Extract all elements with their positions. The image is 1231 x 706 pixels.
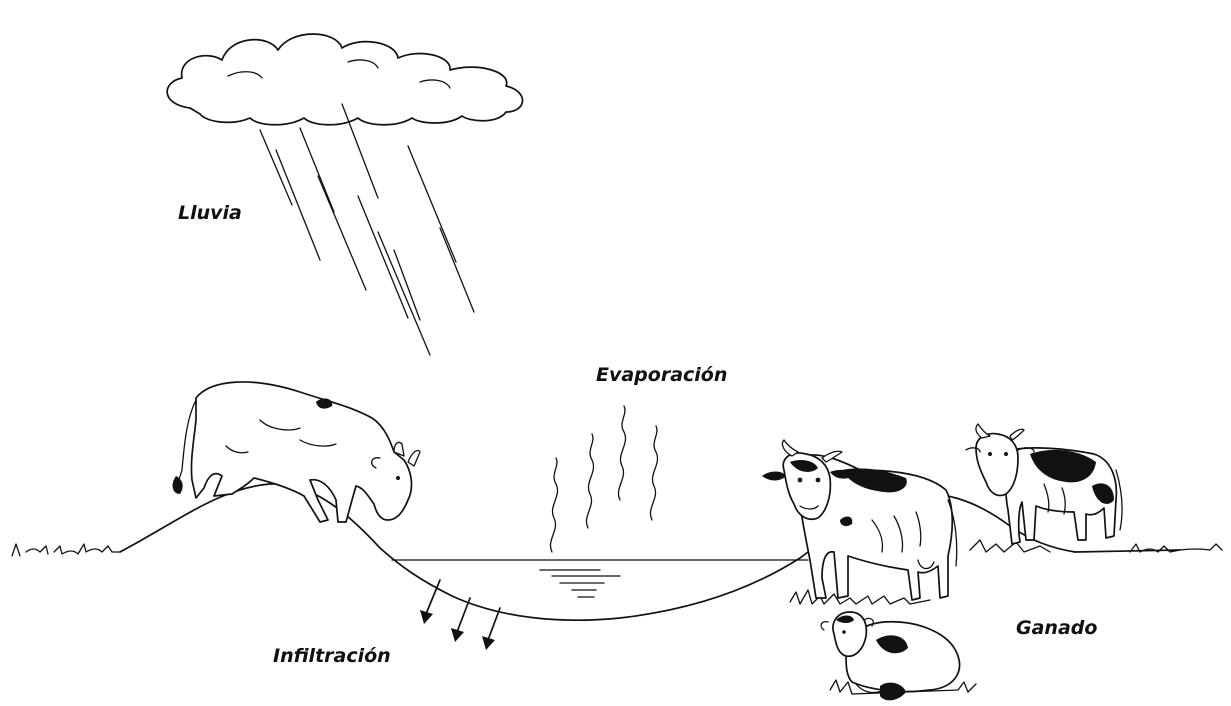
evaporation-label: Evaporación [596, 364, 727, 386]
cow-icon-spotted-front [762, 440, 957, 600]
cattle-label: Ganado [1016, 617, 1097, 639]
cow-icon-calf [821, 612, 976, 700]
cow-icon [173, 382, 420, 522]
rain-label: Lluvia [178, 202, 242, 224]
cow-icon-spotted-far [966, 424, 1122, 544]
grass-left [12, 544, 120, 556]
arrow-down-icon [420, 580, 500, 650]
rain-streaks-icon [260, 104, 474, 355]
vapor-wave-icon [550, 406, 657, 552]
infiltration-label: Infiltración [273, 645, 391, 667]
